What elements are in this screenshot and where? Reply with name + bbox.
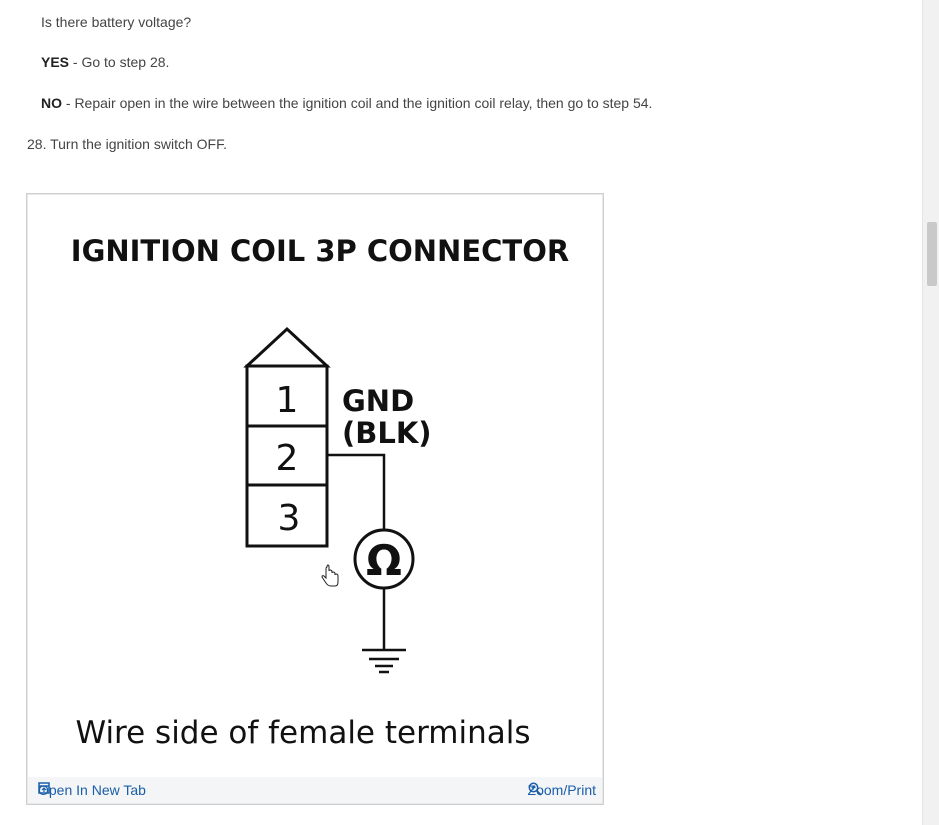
zoom-in-icon	[528, 782, 542, 796]
no-text: - Repair open in the wire between the ig…	[62, 95, 653, 111]
connector-body	[243, 326, 331, 548]
no-label: NO	[41, 95, 62, 111]
zoom-print-link[interactable]: Zoom/Print	[528, 782, 596, 798]
hand-cursor-icon	[321, 564, 339, 587]
test-wire	[327, 453, 386, 649]
open-new-tab-icon	[38, 782, 50, 794]
question-text: Is there battery voltage?	[41, 14, 192, 30]
zoom-print-label: Zoom/Print	[527, 782, 596, 798]
yes-answer: YES - Go to step 28.	[41, 53, 169, 71]
ohmmeter-icon	[353, 528, 415, 590]
connector-figure: IGNITION COIL 3P CONNECTOR 1 2 3 GND (BL…	[26, 193, 604, 805]
terminal-1-label: 1	[276, 380, 299, 421]
figure-toolbar: Open In New Tab Zoom/Print	[28, 777, 602, 803]
yes-text: - Go to step 28.	[69, 54, 170, 70]
step-28-text: 28. Turn the ignition switch OFF.	[27, 136, 227, 152]
open-in-new-tab-link[interactable]: Open In New Tab	[38, 782, 146, 798]
connector-key	[243, 326, 331, 368]
wire-label-blk: (BLK)	[342, 416, 432, 450]
ground-icon	[362, 648, 406, 674]
terminal-2-label: 2	[276, 438, 299, 479]
connector-diagram: IGNITION COIL 3P CONNECTOR 1 2 3 GND (BL…	[71, 234, 569, 751]
yes-label: YES	[41, 54, 70, 70]
wire-label-gnd: GND	[342, 384, 414, 418]
no-answer: NO - Repair open in the wire between the…	[41, 94, 652, 112]
terminal-3-label: 3	[278, 498, 301, 539]
scrollbar-thumb[interactable]	[927, 222, 937, 286]
diagram-title: IGNITION COIL 3P CONNECTOR	[71, 234, 569, 268]
open-in-new-tab-label: Open In New Tab	[38, 782, 146, 798]
ohm-symbol: Ω	[366, 536, 402, 585]
vertical-scrollbar[interactable]	[922, 0, 939, 825]
diagram-caption: Wire side of female terminals	[75, 715, 530, 751]
